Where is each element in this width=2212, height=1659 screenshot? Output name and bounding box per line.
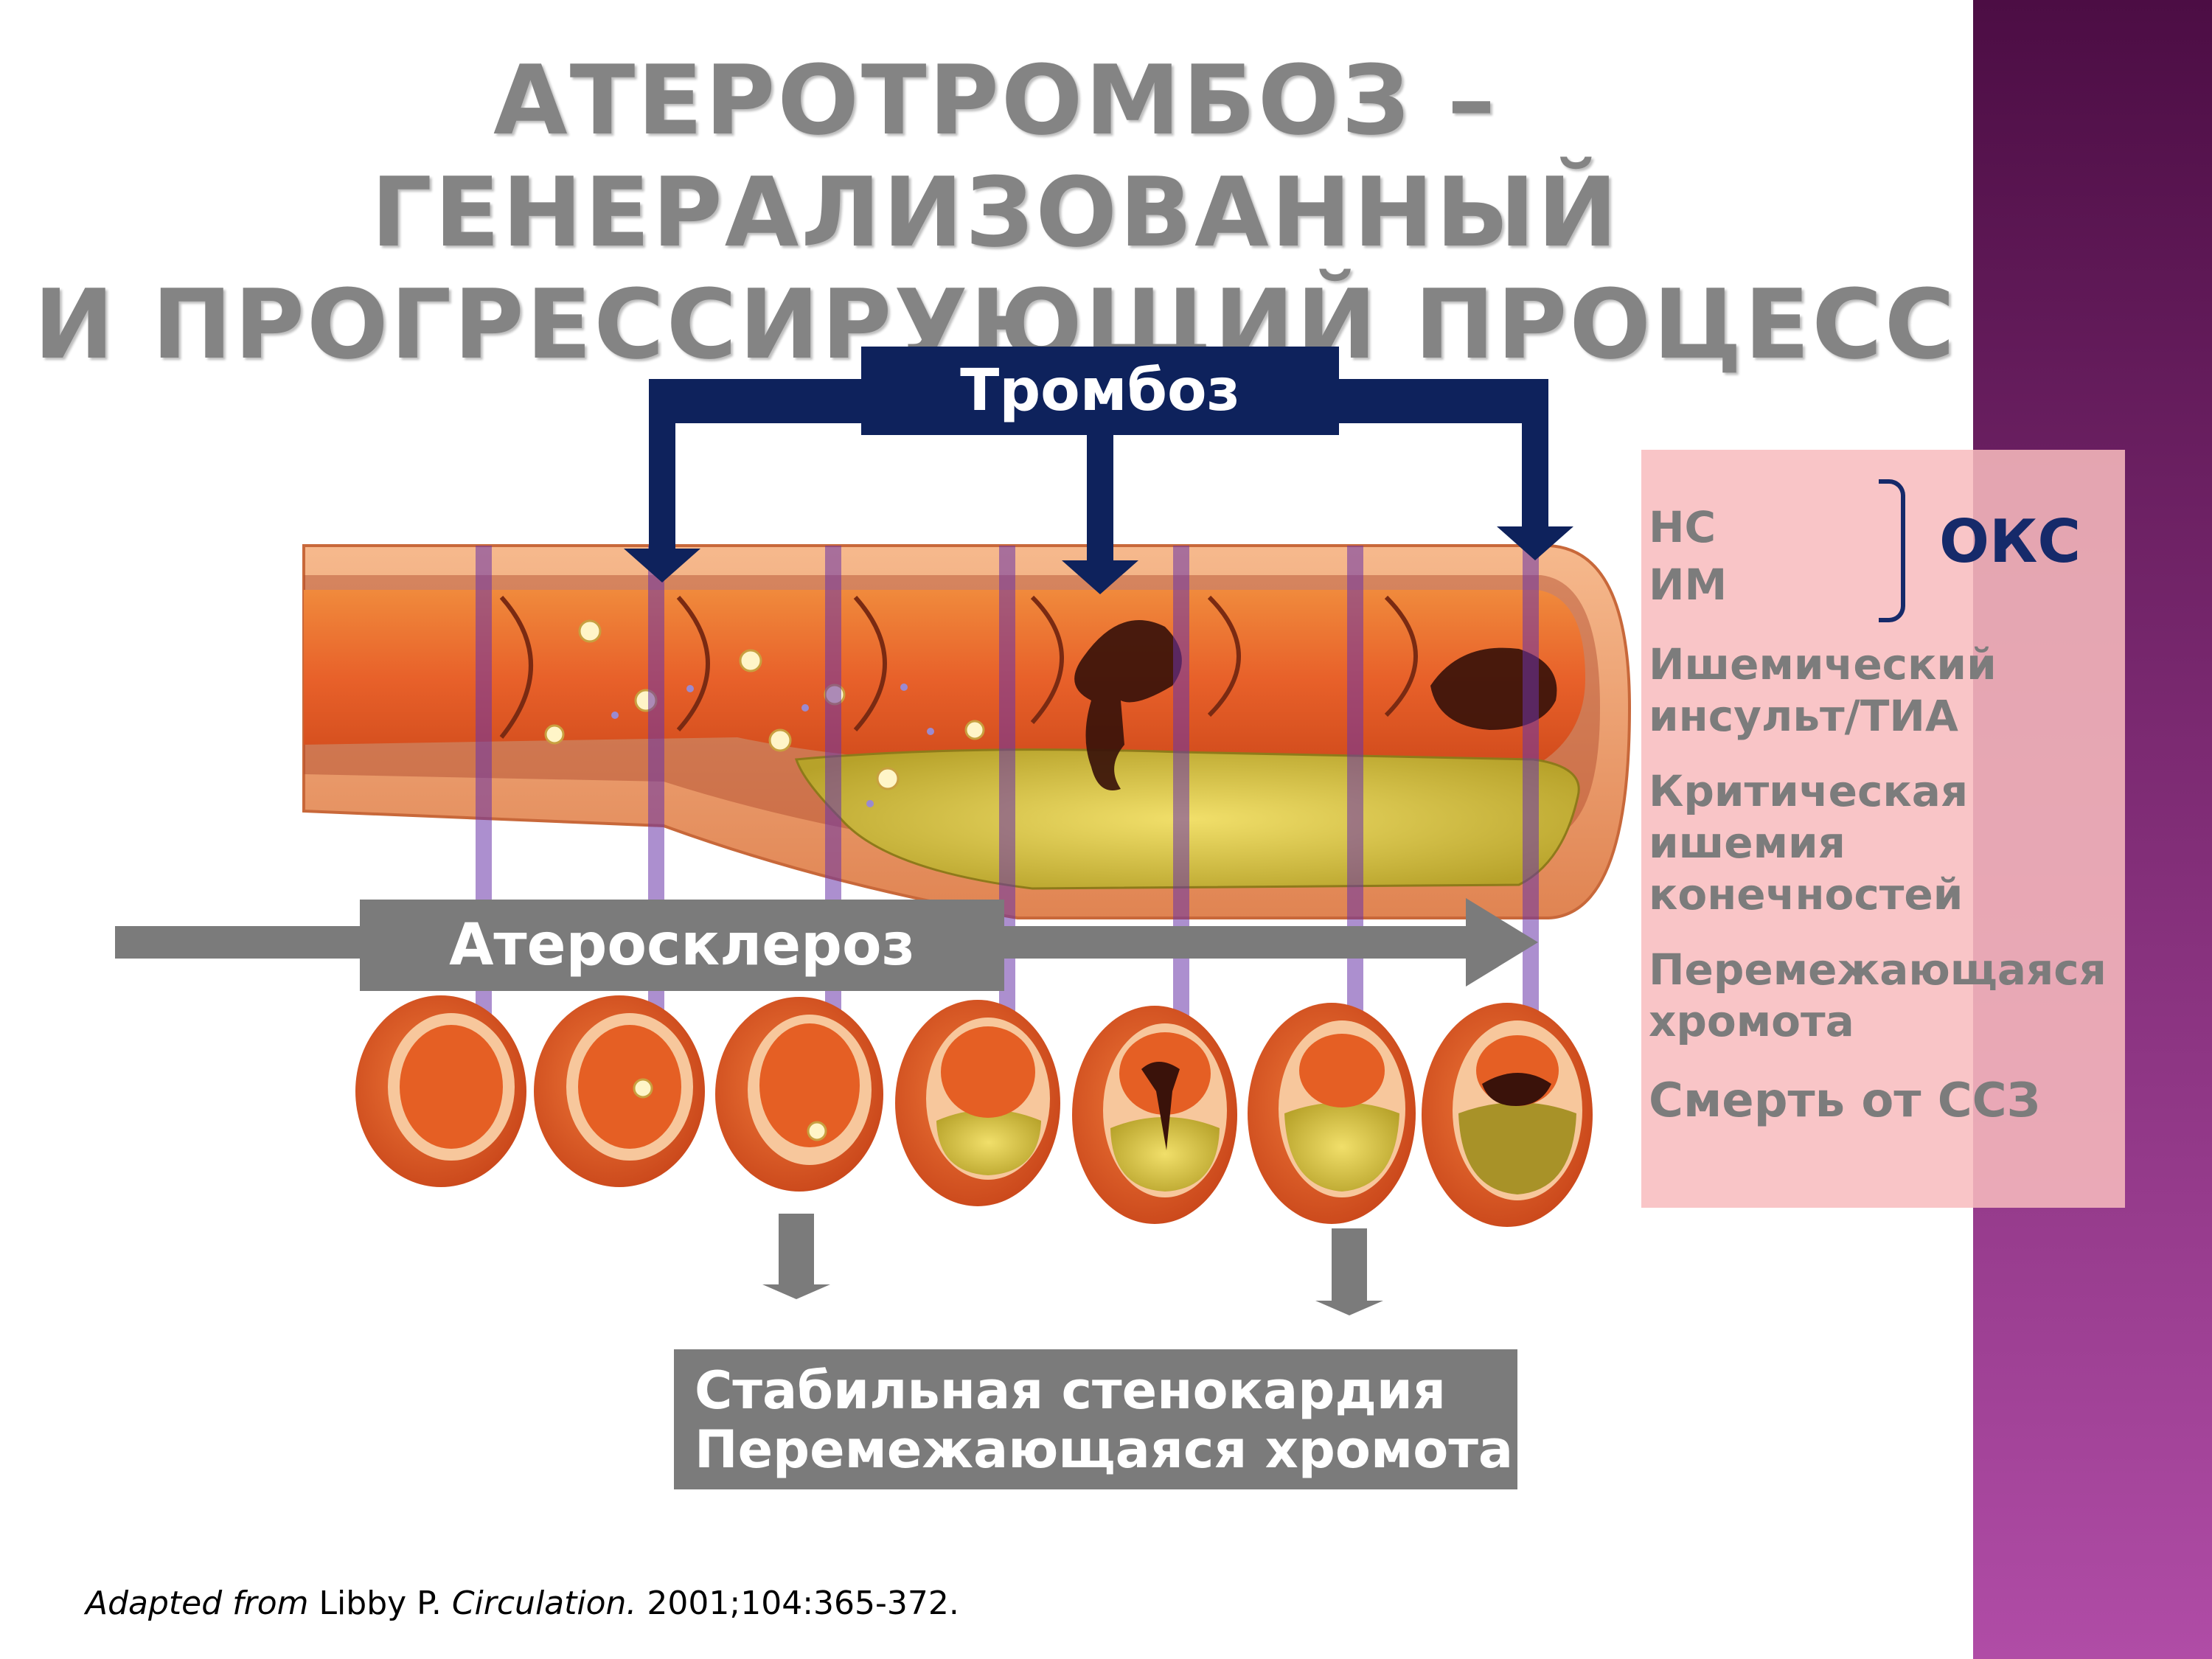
cross-section-6 [1248, 1003, 1416, 1224]
thrombus-mid [1074, 620, 1182, 790]
citation-journal: Circulation. [451, 1585, 637, 1622]
outcome-ns: НС [1649, 502, 1717, 552]
citation-ref: 2001;104:365-372. [647, 1585, 959, 1622]
title-line-1: АТЕРОТРОМБОЗ – ГЕНЕРАЛИЗОВАННЫЙ [371, 44, 1620, 268]
down-arrows [762, 1214, 1383, 1315]
stable-outcomes-box: Стабильная стенокардия Перемежающаяся хр… [674, 1349, 1517, 1489]
oks-label: ОКС [1939, 507, 2081, 576]
cross-section-7 [1422, 1003, 1593, 1227]
cross-section-1 [355, 995, 526, 1187]
outcome-im: ИМ [1649, 560, 1728, 610]
outcome-ischemic-stroke-line-2: инсульт/ТИА [1649, 691, 1958, 741]
stable-line-1: Стабильная стенокардия [695, 1360, 1446, 1421]
outcome-critical-ischemia: Критическая ишемия конечностей [1649, 765, 1968, 920]
outcomes-panel [1641, 450, 2125, 1208]
citation-adapted: Adapted from [86, 1585, 309, 1622]
cross-section-4 [895, 1000, 1060, 1206]
thrombosis-arrows [624, 347, 1573, 594]
cross-section-2 [534, 995, 705, 1187]
thrombosis-label: Тромбоз [960, 358, 1240, 424]
outcome-critical-ischemia-line-2: ишемия [1649, 818, 1846, 868]
cross-section-5 [1072, 1006, 1237, 1224]
citation-author: Libby P. [319, 1585, 442, 1622]
outcome-claudication-line-2: хромота [1649, 996, 1854, 1046]
outcome-cv-death: Смерть от ССЗ [1649, 1074, 2041, 1128]
stable-line-2: Перемежающаяся хромота [695, 1419, 1514, 1480]
citation: Adapted from Libby P. Circulation. 2001;… [86, 1584, 959, 1624]
atherosclerosis-label: Атеросклероз [449, 912, 915, 978]
down-arrow-right [1315, 1228, 1383, 1315]
outcome-claudication-line-1: Перемежающаяся [1649, 945, 2107, 995]
outcome-critical-ischemia-line-1: Критическая [1649, 766, 1969, 816]
atherosclerosis-arrow [115, 898, 1538, 991]
outcome-claudication: Перемежающаяся хромота [1649, 944, 2107, 1047]
outcome-ischemic-stroke: Ишемический инсульт/ТИА [1649, 639, 1997, 742]
down-arrow-left [762, 1214, 830, 1299]
outcome-critical-ischemia-line-3: конечностей [1649, 869, 1964, 919]
slide-title: АТЕРОТРОМБОЗ – ГЕНЕРАЛИЗОВАННЫЙ И ПРОГРЕ… [29, 44, 1961, 380]
outcome-ischemic-stroke-line-1: Ишемический [1649, 639, 1997, 689]
cross-section-3 [715, 997, 883, 1192]
cross-sections [355, 995, 1593, 1227]
oks-bracket [1879, 479, 1905, 622]
artery-longitudinal [302, 544, 1632, 1032]
